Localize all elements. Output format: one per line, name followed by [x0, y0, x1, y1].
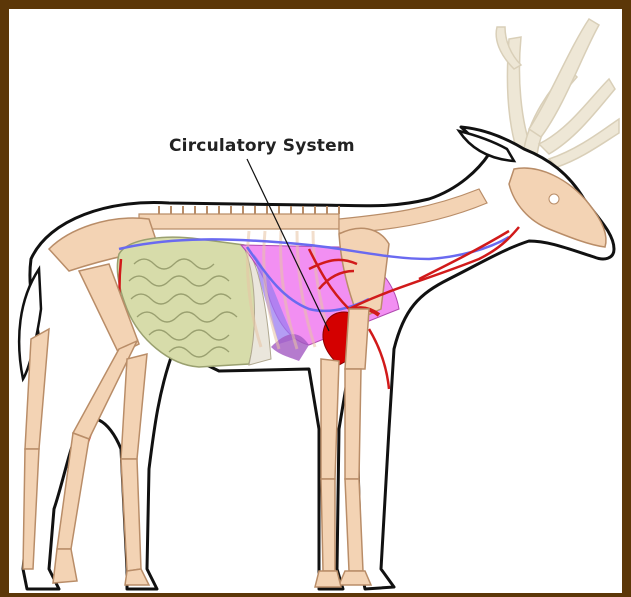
deer-anatomy-illustration	[9, 9, 622, 593]
eye-socket	[549, 194, 559, 204]
diagram-title: Circulatory System	[169, 136, 355, 156]
